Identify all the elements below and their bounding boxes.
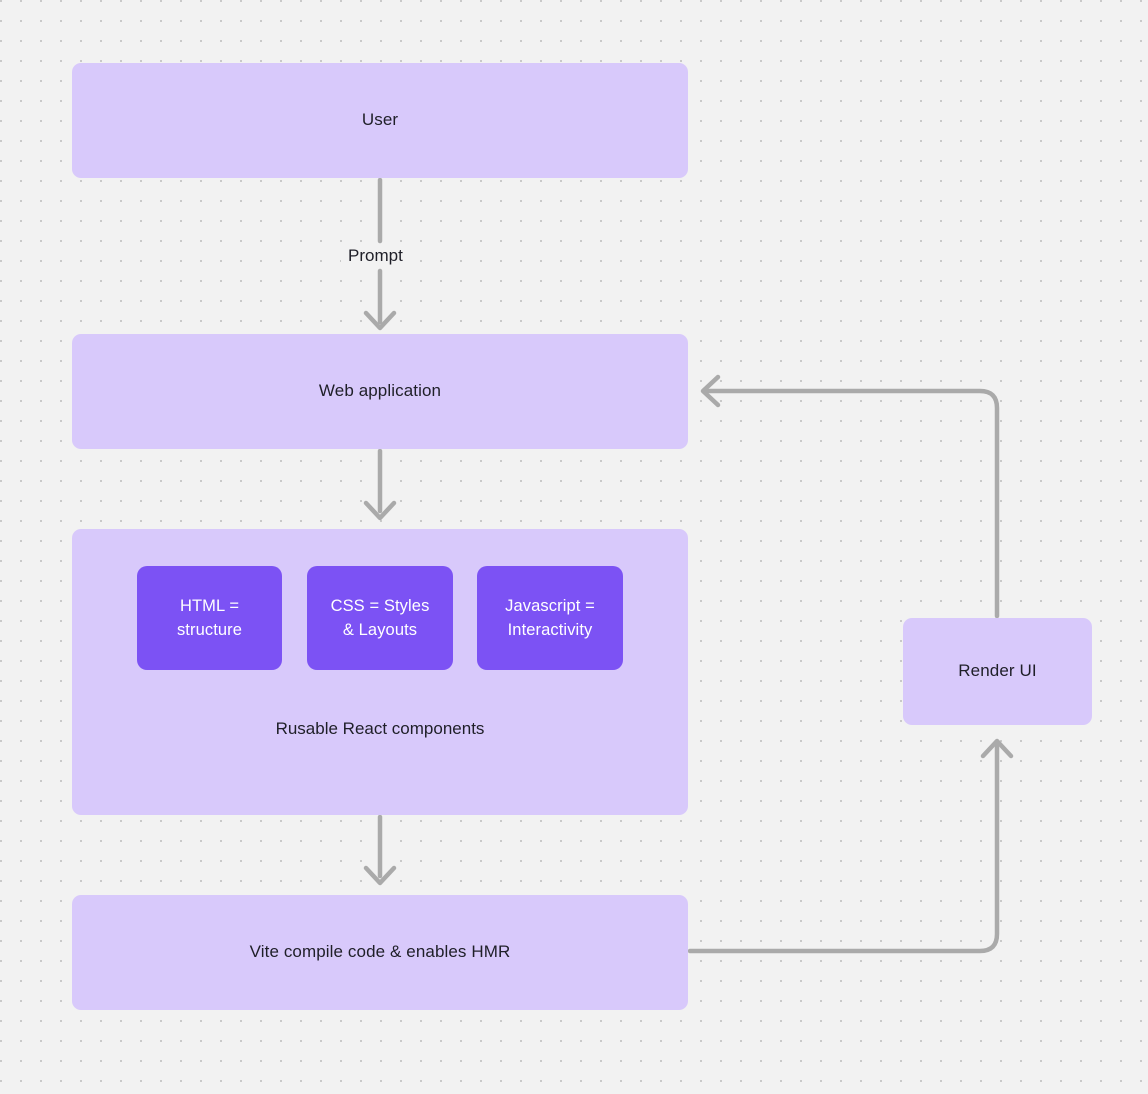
node-web-application[interactable]: Web application (72, 334, 688, 449)
node-render-ui[interactable]: Render UI (903, 618, 1092, 725)
node-css-label: CSS = Styles & Layouts (330, 596, 430, 639)
node-user[interactable]: User (72, 63, 688, 178)
edge-web-application-to-react-components (366, 448, 394, 518)
node-javascript[interactable]: Javascript = Interactivity (477, 566, 623, 670)
node-vite[interactable]: Vite compile code & enables HMR (72, 895, 688, 1010)
node-css[interactable]: CSS = Styles & Layouts (307, 566, 453, 670)
edge-react-components-to-vite (366, 814, 394, 883)
node-user-label: User (361, 110, 399, 130)
react-components-children: HTML = structure CSS = Styles & Layouts … (72, 529, 688, 815)
edge-render-ui-to-web-application (700, 374, 1000, 619)
edge-vite-to-render-ui (687, 738, 1014, 954)
node-html-label: HTML = structure (176, 596, 243, 639)
node-react-components-label: Rusable React components (275, 719, 485, 738)
edge-label-prompt: Prompt (341, 245, 410, 267)
node-javascript-label: Javascript = Interactivity (505, 596, 595, 639)
node-vite-label: Vite compile code & enables HMR (249, 942, 511, 962)
node-web-application-label: Web application (318, 381, 442, 401)
node-render-ui-label: Render UI (958, 661, 1037, 681)
node-html[interactable]: HTML = structure (137, 566, 282, 670)
node-react-components[interactable]: HTML = structure CSS = Styles & Layouts … (72, 529, 688, 815)
